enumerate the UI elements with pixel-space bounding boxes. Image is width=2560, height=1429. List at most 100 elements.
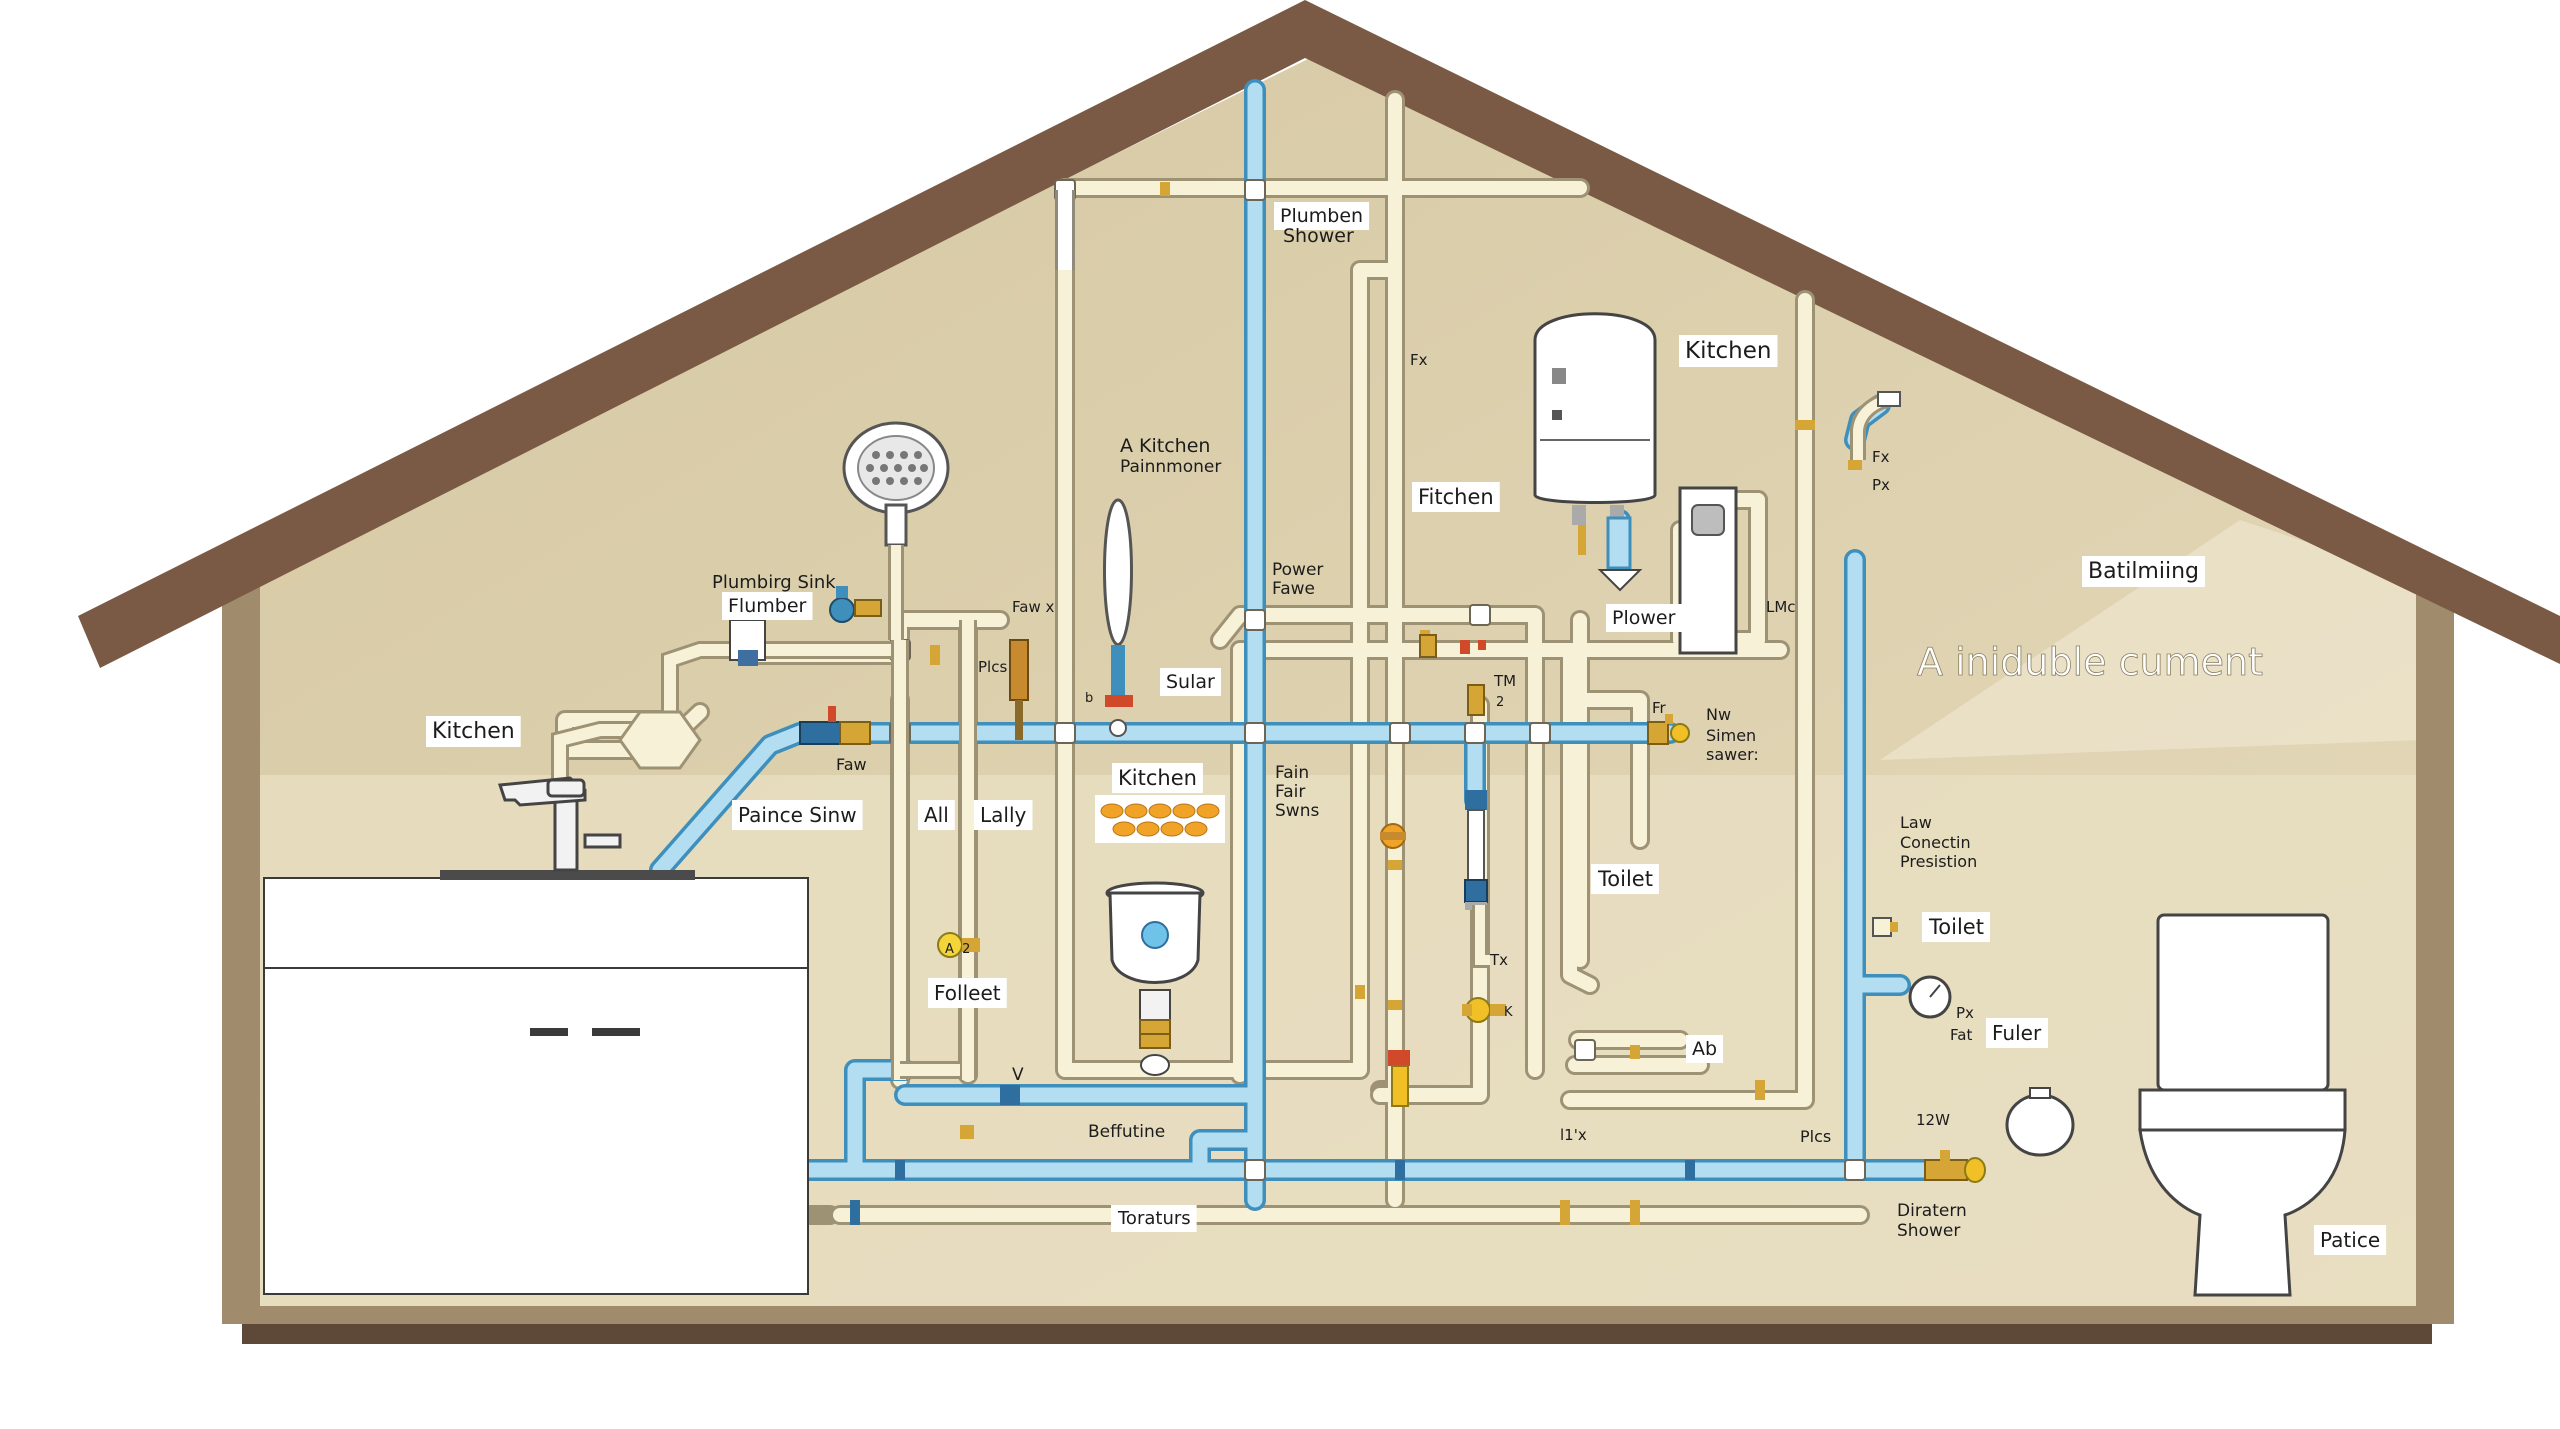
k-valve: [1462, 997, 1506, 1023]
label-power-fawe-1: Power: [1272, 560, 1323, 580]
y-fitting: [618, 710, 702, 770]
label-all: All: [924, 803, 949, 827]
label-nw-1: Nw: [1706, 705, 1731, 724]
cabinet-handle-left: [530, 1028, 568, 1036]
label-plumben-shower-1: Plumben: [1280, 205, 1363, 227]
label-kitchen-top: Kitchen: [1685, 338, 1771, 364]
capsule-pipe: [1103, 498, 1133, 647]
goose-neck: [1850, 391, 1901, 460]
right-wall: [2416, 578, 2454, 1320]
light-band: [1880, 520, 2420, 760]
label-law-2: Conectin: [1900, 833, 1971, 852]
label-px-fat-2: Fat: [1950, 1026, 1972, 1044]
label-law-1: Law: [1900, 813, 1932, 832]
label-plumbing-sink-1: Plumbirg Sink: [712, 572, 836, 593]
label-v: V: [1012, 1065, 1024, 1085]
diagram-title: A iniduble cument: [1917, 640, 2263, 684]
cabinet-handle-right: [592, 1028, 640, 1036]
label-nw-2: Simen: [1706, 726, 1756, 745]
toilet-right-icon: [2138, 913, 2347, 1297]
label-paince-sinw: Paince Sinw: [738, 803, 857, 827]
label-w12: 12W: [1916, 1111, 1950, 1129]
label-fain-2: Fair: [1275, 782, 1305, 802]
label-patice: Patice: [2320, 1228, 2380, 1252]
label-faw-top: Faw x: [1012, 598, 1054, 616]
blue-pipes-fill: [652, 82, 1968, 1208]
label-box-plower: [1606, 604, 1682, 632]
label-follet: Folleet: [934, 981, 1001, 1005]
label-diratern-2: Shower: [1897, 1221, 1960, 1241]
label-plecs: Plcs: [978, 658, 1007, 676]
fr-fitting: [1647, 714, 1690, 745]
label-box-paince-sinw: [732, 800, 863, 830]
pipe-fittings: [889, 179, 1866, 1181]
label-box-follet: [928, 978, 1007, 1008]
label-plower: Plower: [1612, 607, 1676, 629]
water-heater-icon: [1533, 312, 1657, 592]
toilet-supply-valve: [1872, 917, 1898, 937]
power-valve: [1419, 634, 1470, 658]
label-law-3: Presistion: [1900, 852, 1977, 871]
label-box-kitchen-mid: [1112, 763, 1203, 793]
label-b-mark: b: [1085, 691, 1093, 706]
floor-shadow: [242, 1324, 2432, 1344]
brass-gauge: [1380, 823, 1406, 849]
label-lally: Lally: [980, 803, 1027, 827]
right-fixtures: [1533, 312, 2347, 1297]
label-fr: Fr: [1652, 699, 1667, 717]
label-a-mark: A 2: [945, 942, 970, 957]
label-tm: TM: [1493, 672, 1516, 690]
label-box-fitchen: [1412, 482, 1500, 512]
label-plcs-bottom: Plcs: [1800, 1127, 1831, 1146]
label-fx-right-1: Fx: [1872, 448, 1890, 466]
label-toraturs: Toraturs: [1117, 1208, 1191, 1229]
label-batilmiing: Batilmiing: [2088, 559, 2199, 584]
label-box-lally: [974, 800, 1033, 830]
label-box-kitchen-left: [426, 716, 521, 747]
label-faw-mid: Faw: [836, 755, 867, 774]
left-fixtures: [263, 190, 1075, 1295]
label-toilet-mid: Toilet: [1597, 867, 1653, 891]
label-plumbing-sink-2: Flumber: [728, 595, 807, 617]
label-lmc: LMc: [1766, 598, 1796, 616]
label-box-ab: [1686, 1035, 1724, 1063]
label-bef-fine: Beffutine: [1088, 1122, 1165, 1142]
label-tx: Tx: [1489, 951, 1508, 969]
label-fitchen: Fitchen: [1418, 485, 1494, 509]
was-column: [1464, 790, 1490, 968]
label-plumben-shower-2: Shower: [1283, 225, 1354, 247]
shower-head-icon: [842, 421, 950, 640]
label-box-toilet-right: [1922, 912, 1990, 942]
label-fx-right-2: Px: [1872, 476, 1890, 494]
red-valve-bottom: [1388, 1050, 1410, 1107]
label-fuler: Fuler: [1992, 1021, 2042, 1045]
power-cabinet: [1678, 486, 1738, 655]
label-k-mark: K: [1504, 1005, 1513, 1020]
countertop: [440, 870, 695, 880]
label-one-tx: l1'x: [1560, 1126, 1587, 1144]
pipe-network: [555, 79, 1971, 1225]
label-nw-3: sawer:: [1706, 745, 1759, 764]
label-box-batilmiing: [2082, 556, 2205, 587]
expansion-tank: [2005, 1087, 2075, 1157]
label-power-fawe-2: Fawe: [1272, 579, 1315, 599]
sink-cabinet: [263, 877, 809, 1295]
red-valve: [1105, 695, 1133, 737]
label-box-toilet-mid: [1591, 864, 1659, 894]
label-box-toraturs: [1111, 1205, 1197, 1232]
label-fain-1: Fain: [1275, 763, 1309, 783]
brass-valve-plecs: [1009, 639, 1029, 740]
label-a-kitchen-2: Painnmoner: [1120, 457, 1221, 477]
label-px-fat-1: Px: [1956, 1004, 1974, 1022]
label-kitchen-mid: Kitchen: [1118, 766, 1197, 790]
label-fain-3: Swns: [1275, 801, 1319, 821]
label-diratern-1: Diratern: [1897, 1201, 1967, 1221]
label-sular: Sular: [1166, 671, 1215, 693]
label-box-sular: [1160, 668, 1222, 696]
meter-box: [729, 619, 766, 666]
left-wall: [222, 580, 260, 1320]
brass-valve-12w: [1924, 1150, 1986, 1183]
label-box-kitchen-top: [1679, 335, 1778, 367]
label-two-mark: 2: [1496, 695, 1504, 710]
